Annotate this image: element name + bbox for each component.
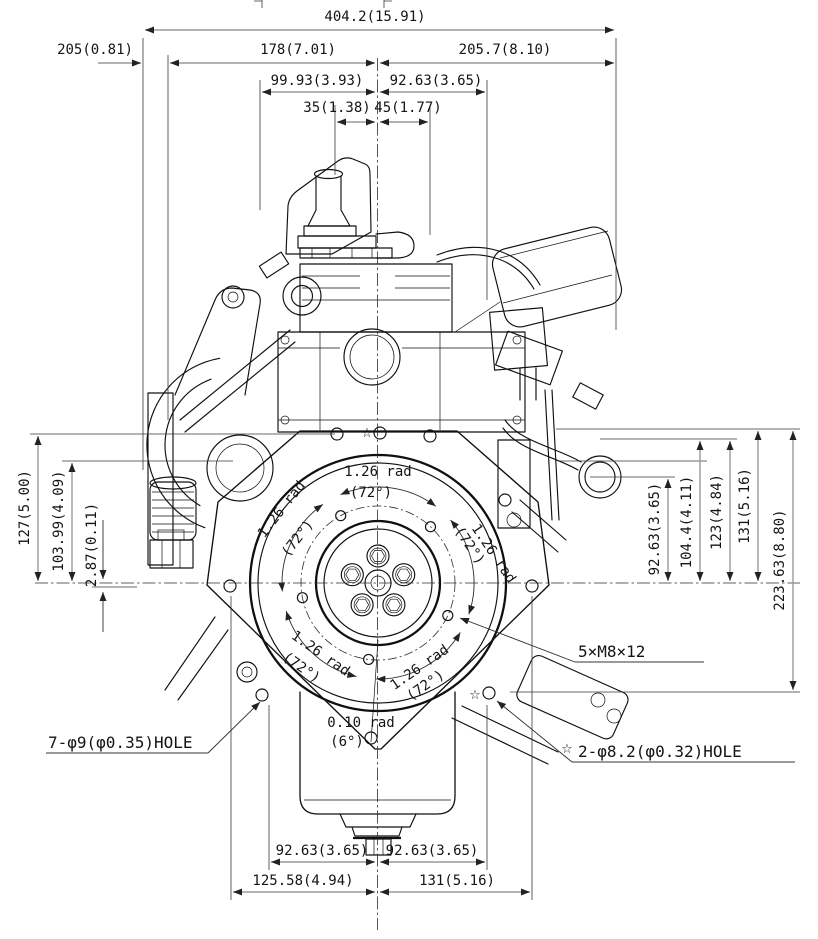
- mount-hole: [223, 579, 237, 593]
- dim-cap-height: 103.99(4.09): [51, 470, 67, 571]
- dim-upper-right: 92.63(3.65): [390, 73, 483, 89]
- hub-bolt: [382, 593, 406, 617]
- fuel-lines-and-pump: [436, 246, 629, 765]
- hub-bolt: [350, 593, 374, 617]
- dim-overall-width: 404.2(15.91): [324, 9, 425, 25]
- dim-upper-left: 99.93(3.93): [271, 73, 364, 89]
- fan-housing: [146, 285, 296, 701]
- tapped-hole: [424, 521, 437, 533]
- dim-bottom-right-92: 92.63(3.65): [386, 843, 479, 859]
- right-dimensions: 92.63(3.65) 104.4(4.11) 123(4.84) 131(5.…: [510, 428, 800, 693]
- dim-center-height: 127(5.00): [17, 470, 33, 546]
- dim-stud-left: 35(1.38): [303, 100, 370, 116]
- air-cleaner: [285, 157, 415, 259]
- dim-right-123: 123(4.84): [709, 474, 725, 550]
- dim-left-offset: 205(0.81): [57, 42, 133, 58]
- star-hole: [482, 686, 496, 700]
- vertex-angle-rad: 0.10 rad: [327, 715, 394, 731]
- centerlines: [35, 58, 800, 930]
- mount-hole: [255, 688, 269, 702]
- sheet-crop-marks: [254, 0, 392, 8]
- dim-right-92: 92.63(3.65): [647, 483, 663, 576]
- dim-bottom-left-92: 92.63(3.65): [276, 843, 369, 859]
- hub-bolt: [340, 563, 364, 587]
- flywheel-angle-dimensions: 1.26 rad (72°) 1.26 rad (72°) 1.26 rad (…: [255, 464, 519, 750]
- mount-hole: [525, 579, 539, 593]
- callout-7-holes: 7-φ9(φ0.35)HOLE: [48, 733, 193, 752]
- arc-label-rad: 1.26 rad: [344, 464, 411, 480]
- arc-label-deg: (72°): [350, 485, 392, 501]
- top-dimensions: 404.2(15.91) 205(0.81) 178(7.01) 205.7(8…: [57, 9, 617, 470]
- star-icon: ☆: [469, 688, 481, 703]
- left-dimensions: 127(5.00) 103.99(4.09) 2.87(0.11): [17, 433, 335, 632]
- hub-bolt: [392, 563, 416, 587]
- dim-left-of-center: 178(7.01): [260, 42, 336, 58]
- star-icon: ☆: [561, 742, 573, 757]
- oil-filler-cap: [149, 476, 197, 569]
- hub-bolt: [366, 544, 390, 568]
- callouts: 5×M8×12 7-φ9(φ0.35)HOLE ☆ 2-φ8.2(φ0.32)H…: [46, 426, 795, 763]
- dim-right-131: 131(5.16): [737, 468, 753, 544]
- muffler: [488, 226, 623, 401]
- bottom-dimensions: 92.63(3.65) 92.63(3.65) 125.58(4.94) 131…: [230, 596, 533, 900]
- dim-bottom-131: 131(5.16): [419, 873, 495, 889]
- dim-bottom-125: 125.58(4.94): [252, 873, 353, 889]
- cylinder-block: [258, 251, 526, 433]
- arc-label-deg: (72°): [279, 517, 318, 560]
- tapped-hole: [442, 609, 454, 622]
- vertex-angle-deg: (6°): [330, 734, 364, 750]
- dim-right-104: 104.4(4.11): [679, 476, 695, 569]
- callout-tapped-holes: 5×M8×12: [578, 642, 645, 661]
- star-hole: [373, 426, 387, 440]
- callout-2-holes: 2-φ8.2(φ0.32)HOLE: [578, 742, 742, 761]
- dim-right-of-center: 205.7(8.10): [459, 42, 552, 58]
- dim-right-223: 223.63(8.80): [772, 509, 788, 610]
- star-icon: ☆: [361, 426, 373, 441]
- dim-stud-right: 45(1.77): [374, 100, 441, 116]
- mount-hole: [498, 493, 512, 507]
- dim-offset-small: 2.87(0.11): [84, 503, 100, 587]
- engine-drawing: [146, 0, 629, 856]
